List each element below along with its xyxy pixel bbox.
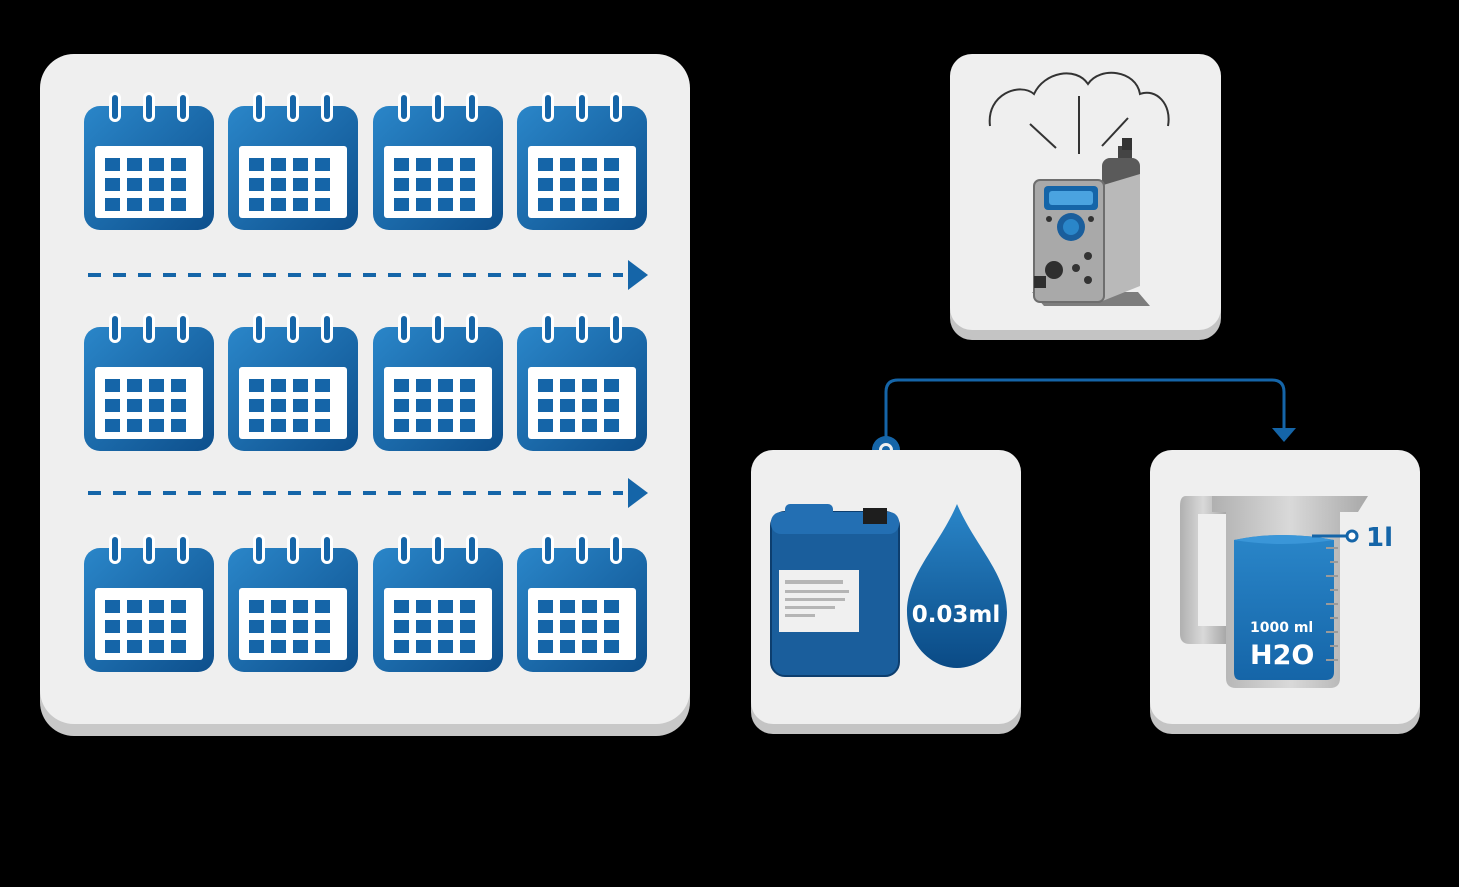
- calendar-icon: [372, 92, 504, 230]
- calendar-icon: [372, 534, 504, 672]
- canister-card: 0.03ml: [751, 450, 1021, 724]
- calendar-icon: [227, 313, 359, 451]
- calendar-icon: [83, 92, 215, 230]
- calendar-icon: [516, 92, 648, 230]
- calendar-icon: [83, 313, 215, 451]
- calendar-icon: [227, 92, 359, 230]
- pump-card: [950, 54, 1221, 330]
- measuring-beaker-icon: 1l 1000 ml H2O: [1180, 496, 1393, 688]
- calendar-icon: [372, 313, 504, 451]
- drop-volume-label: 0.03ml: [912, 602, 1001, 628]
- cloud-outline-icon: [988, 71, 1170, 154]
- dashed-arrow-right-icon: [88, 476, 650, 510]
- calendar-icon: [516, 534, 648, 672]
- beaker-content-label: H2O: [1250, 640, 1314, 671]
- beaker-scale-label: 1l: [1366, 523, 1393, 553]
- calendar-icon: [83, 534, 215, 672]
- dashed-arrow-right-icon: [88, 258, 650, 292]
- drop-icon: 0.03ml: [907, 504, 1007, 668]
- chemical-canister-icon: [770, 504, 900, 677]
- dosing-pump-icon: [1032, 138, 1150, 306]
- beaker-volume-label: 1000 ml: [1250, 620, 1313, 636]
- calendar-icon: [516, 313, 648, 451]
- calendar-icon: [227, 534, 359, 672]
- beaker-card: 1l 1000 ml H2O: [1150, 450, 1420, 724]
